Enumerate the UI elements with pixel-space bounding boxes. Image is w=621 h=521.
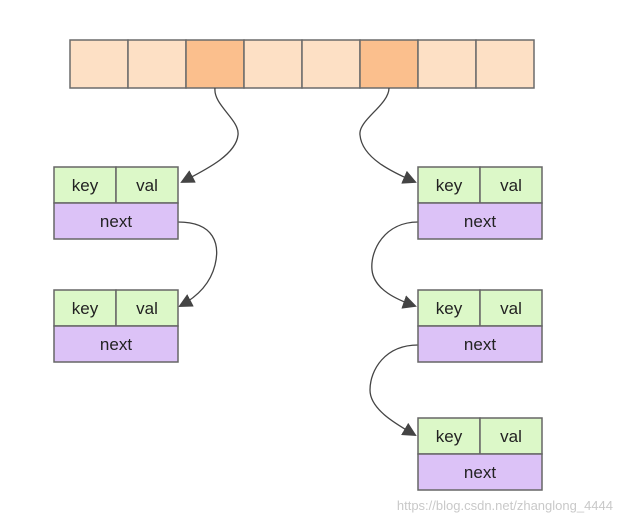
node-left-1: key val next — [53, 166, 179, 240]
arrow-slot6-to-node — [359, 87, 417, 184]
val-label: val — [500, 299, 522, 318]
next-cell — [417, 453, 543, 491]
hash-slot — [127, 39, 187, 89]
val-label: val — [500, 176, 522, 195]
next-label: next — [464, 212, 496, 231]
next-label: next — [100, 335, 132, 354]
val-cell — [479, 417, 543, 455]
key-cell — [417, 289, 481, 327]
hash-slot — [359, 39, 419, 89]
hash-slot — [301, 39, 361, 89]
next-cell — [53, 202, 179, 240]
hash-table-array — [69, 39, 535, 89]
node-left-2: key val next — [53, 289, 179, 363]
val-label: val — [500, 427, 522, 446]
key-label: key — [72, 299, 99, 318]
next-label: next — [464, 335, 496, 354]
hash-slot — [475, 39, 535, 89]
key-cell — [53, 166, 117, 204]
arrow-left-next — [177, 221, 218, 307]
node-right-1: key val next — [417, 166, 543, 240]
val-label: val — [136, 299, 158, 318]
key-label: key — [436, 176, 463, 195]
key-label: key — [72, 176, 99, 195]
next-label: next — [100, 212, 132, 231]
next-cell — [417, 202, 543, 240]
hash-slot — [417, 39, 477, 89]
hash-slot — [69, 39, 129, 89]
node-right-2: key val next — [417, 289, 543, 363]
arrows — [177, 87, 419, 437]
hash-slot — [185, 39, 245, 89]
arrow-right-next-2 — [369, 344, 419, 437]
key-label: key — [436, 299, 463, 318]
next-label: next — [464, 463, 496, 482]
key-label: key — [436, 427, 463, 446]
arrow-slot3-to-node — [180, 87, 239, 183]
val-label: val — [136, 176, 158, 195]
next-cell — [417, 325, 543, 363]
arrow-right-next-1 — [371, 221, 419, 309]
val-cell — [115, 166, 179, 204]
watermark: https://blog.csdn.net/zhanglong_4444 — [396, 498, 613, 513]
val-cell — [479, 166, 543, 204]
val-cell — [479, 289, 543, 327]
next-cell — [53, 325, 179, 363]
hash-slot — [243, 39, 303, 89]
node-right-3: key val next — [417, 417, 543, 491]
